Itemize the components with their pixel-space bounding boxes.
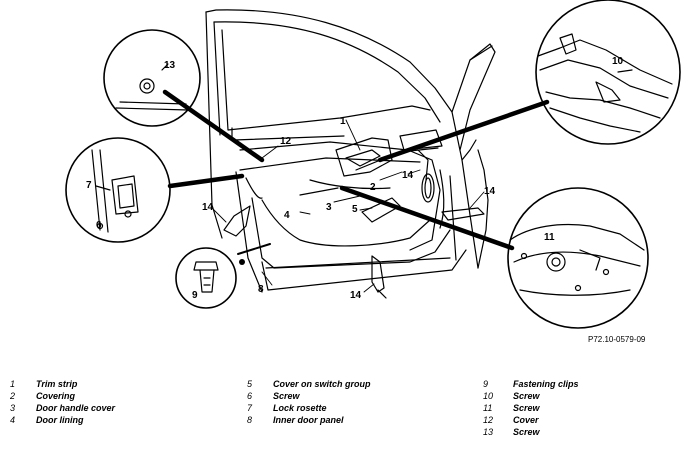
inset-screw-11 — [507, 187, 649, 329]
leader-lines — [162, 89, 550, 255]
callout-7: 7 — [86, 180, 92, 191]
callout-12: 12 — [280, 136, 292, 147]
callout-numbers: 13 7 6 10 11 9 1 12 2 3 5 4 14 14 14 8 1… — [86, 56, 624, 301]
callout-9: 9 — [192, 290, 198, 301]
diagram-reference: P72.10-0579-09 — [588, 335, 646, 344]
callout-4: 4 — [284, 210, 290, 221]
legend-label: Door lining — [36, 415, 84, 425]
legend-label: Door handle cover — [36, 403, 116, 413]
inset-screw-10 — [535, 0, 681, 145]
callout-11: 11 — [544, 232, 555, 243]
door-lining — [235, 141, 467, 293]
inset-screw-13 — [103, 29, 201, 127]
legend-label: Cover on switch group — [273, 379, 371, 389]
legend-label: Inner door panel — [273, 415, 344, 425]
callout-leaders — [211, 119, 485, 293]
callout-14-left: 14 — [202, 202, 214, 213]
legend-label: Covering — [36, 391, 76, 401]
callout-3: 3 — [326, 202, 332, 213]
inset-clip-9 — [175, 247, 237, 309]
handle-area — [299, 129, 443, 223]
inset-lock-rosette-7 — [65, 137, 171, 243]
callout-8: 8 — [258, 284, 264, 295]
legend-label: Screw — [513, 391, 540, 401]
legend-label: Cover — [513, 415, 539, 425]
legend-label: Screw — [513, 427, 540, 437]
legend-label: Screw — [273, 391, 300, 401]
door-frame — [205, 9, 496, 269]
legend-label: Fastening clips — [513, 379, 579, 389]
callout-1: 1 — [340, 116, 346, 127]
callout-13: 13 — [164, 60, 176, 71]
callout-2: 2 — [370, 182, 376, 193]
trim-pieces — [223, 149, 485, 299]
callout-14-lower: 14 — [350, 290, 362, 301]
speaker-grille — [421, 173, 435, 203]
legend-label: Trim strip — [36, 379, 78, 389]
legend-label: Lock rosette — [273, 403, 327, 413]
callout-14-right: 14 — [484, 186, 496, 197]
callout-10: 10 — [612, 56, 624, 67]
legend-label: Screw — [513, 403, 540, 413]
callout-14-upper: 14 — [402, 170, 414, 181]
callout-6: 6 — [96, 220, 102, 231]
fastening-clip-dot — [239, 259, 245, 265]
callout-5: 5 — [352, 204, 358, 215]
